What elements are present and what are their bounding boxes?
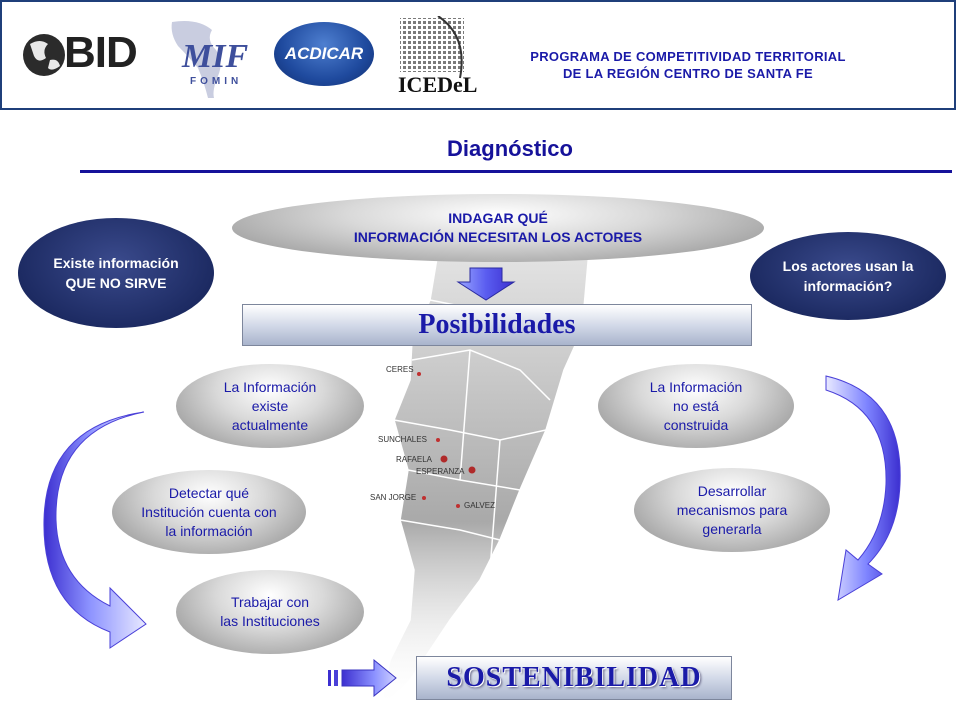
informacion-existe-oval: La Información existe actualmente — [176, 364, 364, 448]
title-underline — [80, 170, 952, 173]
existe-line1: Existe información — [53, 255, 179, 271]
right-curved-arrow-icon — [825, 375, 901, 601]
informacion-existe-line3: actualmente — [231, 416, 309, 433]
informacion-existe-line1: La Información — [223, 378, 317, 395]
map-label-esperanza: ESPERANZA — [416, 467, 465, 476]
detectar-institucion-oval: Detectar qué Institución cuenta con la i… — [112, 470, 306, 554]
mif-fomin-logo: MIF FOMIN — [168, 16, 260, 100]
actores-line2: información? — [803, 278, 893, 294]
page-title: Diagnóstico — [447, 136, 573, 161]
globe-icon — [23, 34, 65, 76]
header-banner: BID MIF FOMIN ACDICAR ICEDeL PROGRAMA DE… — [0, 0, 956, 110]
map-label-rafaela: RAFAELA — [396, 455, 433, 464]
sostenibilidad-label: SOSTENIBILIDAD — [446, 662, 702, 693]
americas-map-icon — [171, 21, 221, 98]
trabajar-line1: Trabajar con — [230, 594, 310, 610]
no-construida-line2: no está — [673, 397, 719, 414]
posibilidades-label: Posibilidades — [418, 309, 576, 340]
acdicar-logo: ACDICAR — [274, 22, 374, 88]
acdicar-logo-text: ACDICAR — [284, 44, 364, 63]
map-point — [436, 438, 440, 442]
bid-logo-text: BID — [64, 28, 138, 77]
map-label-ceres: CERES — [386, 365, 414, 374]
program-title-line2: DE LA REGIÓN CENTRO DE SANTA FE — [562, 66, 814, 81]
detectar-line2: Institución cuenta con — [141, 503, 277, 520]
trabajar-instituciones-oval: Trabajar con las Instituciones — [176, 570, 364, 654]
desarrollar-mecanismos-oval: Desarrollar mecanismos para generarla — [634, 468, 830, 552]
existe-informacion-oval: Existe información QUE NO SIRVE — [18, 218, 214, 328]
indagar-line2: INFORMACIÓN NECESITAN LOS ACTORES — [353, 229, 643, 245]
desarrollar-line1: Desarrollar — [697, 482, 767, 499]
posibilidades-bar: Posibilidades — [242, 304, 752, 346]
program-title: PROGRAMA DE COMPETITIVIDAD TERRITORIAL D… — [488, 48, 888, 82]
santa-fe-map: CERES SUNCHALES RAFAELA ESPERANZA SAN JO… — [370, 240, 591, 710]
no-construida-line3: construida — [663, 416, 729, 433]
existe-line2: QUE NO SIRVE — [65, 275, 167, 291]
icedel-logo-text: ICEDeL — [398, 72, 478, 97]
sostenibilidad-bar: SOSTENIBILIDAD — [416, 656, 732, 700]
no-construida-line1: La Información — [649, 378, 743, 395]
actores-line1: Los actores usan la — [782, 258, 914, 274]
actores-usan-oval: Los actores usan la información? — [750, 232, 946, 320]
map-label-galvez: GALVEZ — [464, 501, 495, 510]
icedel-logo: ICEDeL — [398, 16, 488, 100]
dot-grid-icon — [400, 16, 464, 79]
indagar-line1: INDAGAR QUÉ — [448, 210, 548, 226]
trabajar-line2: las Instituciones — [220, 613, 320, 629]
desarrollar-line2: mecanismos para — [676, 501, 788, 518]
informacion-no-construida-oval: La Información no está construida — [598, 364, 794, 448]
detectar-line1: Detectar qué — [168, 484, 250, 501]
map-point — [440, 455, 448, 463]
map-point — [422, 496, 426, 500]
desarrollar-line3: generarla — [702, 520, 762, 537]
left-curved-arrow-icon — [43, 411, 147, 649]
map-label-sunchales: SUNCHALES — [378, 435, 427, 444]
detectar-line3: la información — [165, 522, 253, 539]
right-arrow-icon — [328, 658, 397, 698]
bid-logo: BID — [22, 28, 144, 82]
fomin-logo-text: FOMIN — [190, 76, 243, 87]
indagar-oval: INDAGAR QUÉ INFORMACIÓN NECESITAN LOS AC… — [232, 194, 764, 262]
down-arrow-icon — [456, 267, 516, 301]
mif-logo-text: MIF — [182, 38, 249, 75]
map-point — [417, 372, 421, 376]
map-point — [456, 504, 460, 508]
program-title-line1: PROGRAMA DE COMPETITIVIDAD TERRITORIAL — [530, 49, 846, 64]
informacion-existe-line2: existe — [251, 397, 289, 414]
map-label-san-jorge: SAN JORGE — [370, 493, 416, 502]
map-point — [468, 466, 476, 474]
